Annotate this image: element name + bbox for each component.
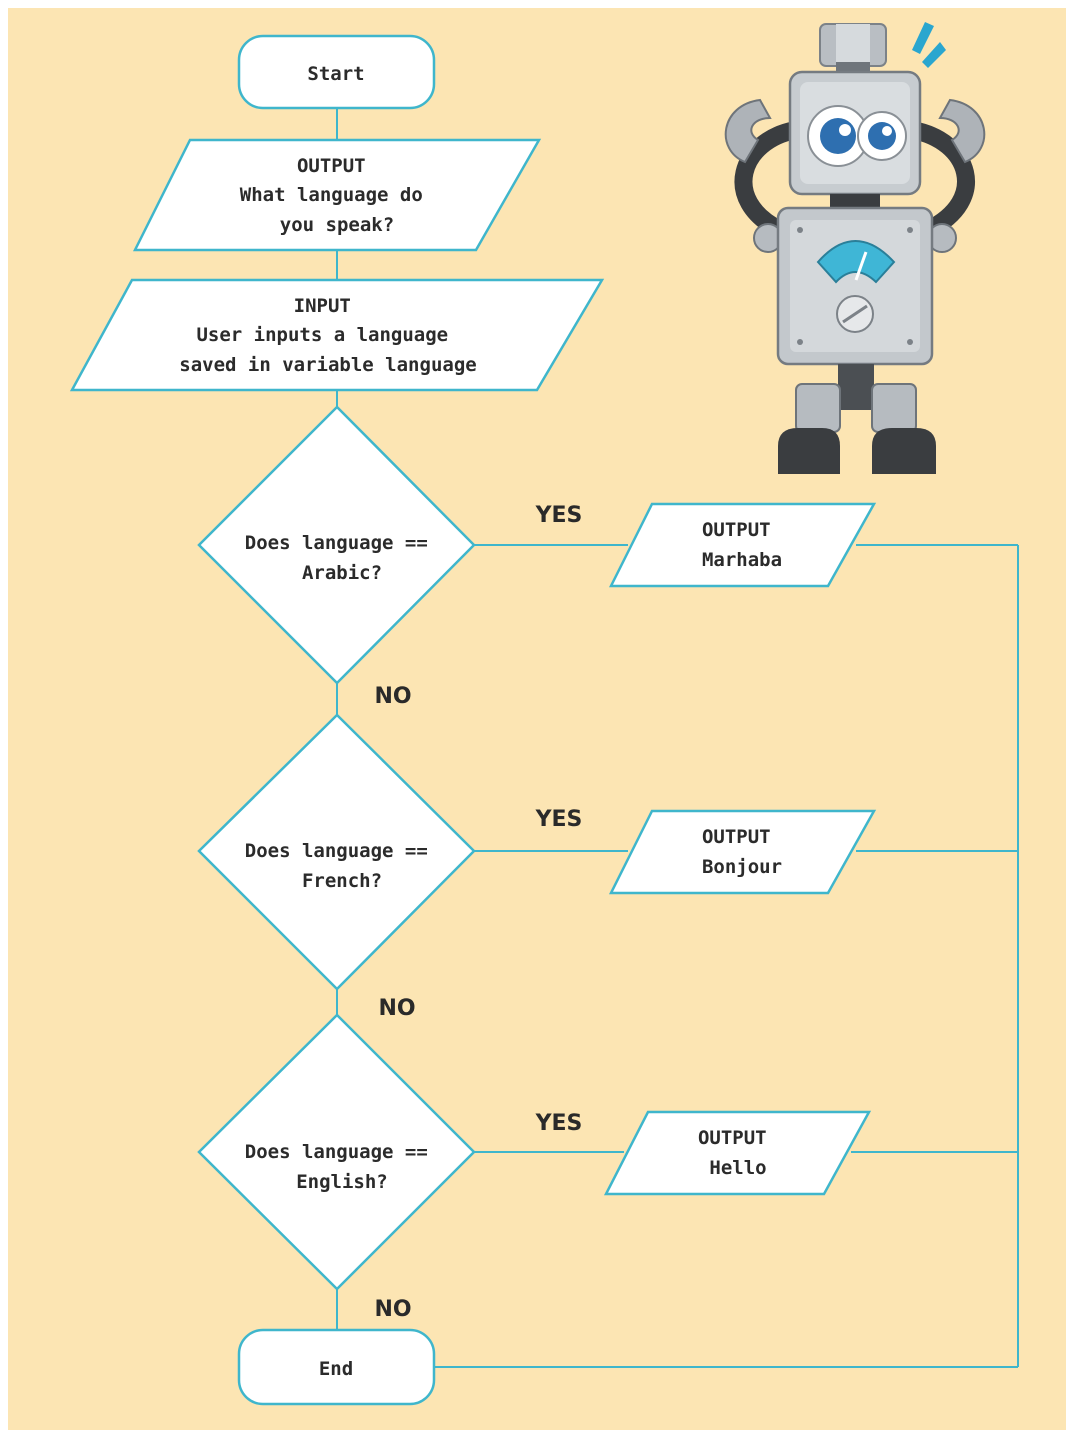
no-label-english: NO [374, 1297, 411, 1322]
output-hello-line: OUTPUT [698, 1127, 767, 1149]
svg-text:Does language == English: Does language == English? [245, 1141, 439, 1193]
output-question-line: What language do [240, 184, 423, 206]
yes-label-english: YES [535, 1111, 583, 1136]
start-label: Start [307, 63, 364, 85]
output-hello-box: OUTPUT Hello [603, 1110, 872, 1196]
end-terminal-shape [237, 1328, 436, 1406]
svg-text:Does language == French?: Does language == French? [245, 840, 439, 892]
decision-arabic-shape [197, 405, 476, 685]
svg-text:OUTPUT Hello: OUTPUT Hello [698, 1127, 778, 1179]
output-bonjour-line: Bonjour [702, 856, 782, 878]
alert-mark-icon [922, 42, 946, 68]
alert-mark-icon [912, 22, 934, 54]
decision-arabic-line: Arabic? [302, 562, 382, 584]
end-label: End [319, 1358, 353, 1380]
decision-french-line: French? [302, 870, 382, 892]
no-label-arabic: NO [374, 684, 411, 709]
decision-english: Does language == English? [197, 1013, 476, 1291]
output-hello-line: Hello [709, 1157, 766, 1179]
svg-text:Does language == Arabic?: Does language == Arabic? [245, 532, 439, 584]
input-language-box: INPUT User inputs a language saved in va… [69, 278, 605, 392]
output-hello-shape [603, 1110, 872, 1196]
input-language-shape [69, 278, 605, 392]
svg-text:OUTPUT Marhaba: OUTPUT Marhaba [702, 519, 782, 571]
svg-text:OUTPUT What language do: OUTPUT What language do you speak? [240, 155, 434, 236]
connector-lines [336, 108, 1019, 1368]
decision-arabic-line: Does language == [245, 532, 428, 554]
output-question-line: OUTPUT [297, 155, 366, 177]
decision-english-line: English? [296, 1171, 388, 1193]
output-bonjour-box: OUTPUT Bonjour [608, 809, 877, 895]
svg-text:OUTPUT Bonjour: OUTPUT Bonjour [702, 826, 782, 878]
output-bonjour-line: OUTPUT [702, 826, 771, 848]
robot-foot-icon [872, 428, 936, 474]
decision-english-line: Does language == [245, 1141, 428, 1163]
no-label-french: NO [378, 996, 415, 1021]
robot-mascot-icon [724, 22, 986, 474]
output-marhaba-line: Marhaba [702, 549, 782, 571]
end-terminal: End [237, 1328, 436, 1406]
yes-label-french: YES [535, 807, 583, 832]
output-marhaba-line: OUTPUT [702, 519, 771, 541]
input-language-line: User inputs a language [196, 324, 448, 346]
decision-arabic: Does language == Arabic? [197, 405, 476, 685]
svg-text:INPUT User inputs a lang: INPUT User inputs a language saved in va… [179, 295, 476, 376]
decision-french-line: Does language == [245, 840, 428, 862]
output-question-line: you speak? [280, 214, 394, 236]
output-bonjour-shape [608, 809, 877, 895]
output-question-shape [132, 138, 542, 252]
start-terminal-shape [237, 34, 436, 110]
decision-french: Does language == French? [197, 713, 476, 991]
start-terminal: Start [237, 34, 436, 110]
input-language-line: saved in variable language [179, 354, 476, 376]
output-question-box: OUTPUT What language do you speak? [132, 138, 542, 252]
output-marhaba-shape [608, 502, 877, 588]
decision-english-shape [197, 1013, 476, 1291]
yes-label-arabic: YES [535, 503, 583, 528]
decision-french-shape [197, 713, 476, 991]
robot-foot-icon [778, 428, 840, 474]
gauge-icon [816, 240, 896, 284]
output-marhaba-box: OUTPUT Marhaba [608, 502, 877, 588]
input-language-line: INPUT [294, 295, 351, 317]
